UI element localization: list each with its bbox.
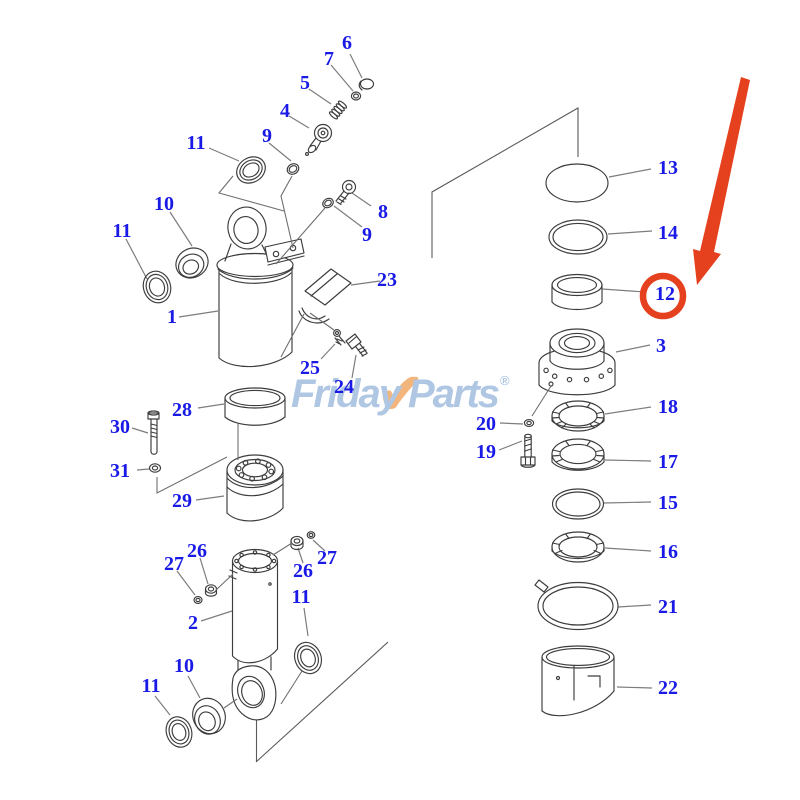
part-6-plug	[358, 78, 375, 91]
part-1-port-plate	[264, 238, 305, 266]
watermark-text-parts: Parts	[407, 372, 500, 416]
part-16-seal-ring	[551, 531, 605, 563]
part-11-seal-bottom	[165, 716, 193, 748]
part-15-o-ring	[551, 488, 605, 520]
part-10-bushing-top	[175, 247, 209, 279]
assembly-lines	[156, 175, 552, 709]
part-8-bolt	[335, 179, 357, 206]
leader-lines	[125, 53, 653, 716]
part-2-cylinder-rod	[228, 548, 279, 721]
part-11-seal-mid	[142, 270, 172, 304]
part-17-u-seal	[551, 438, 605, 471]
part-14-o-ring	[548, 219, 608, 255]
part-30-bolt	[147, 410, 160, 455]
part-27-ring-right	[306, 531, 316, 539]
watermark-check-icon: ✔	[377, 362, 424, 425]
watermark-letter-y: y	[378, 372, 401, 416]
part-7-ring	[350, 91, 362, 101]
part-18-backup-ring	[551, 400, 605, 432]
watermark-text-frida: Frida	[291, 372, 381, 416]
part-12-bushing-ring	[551, 273, 603, 311]
part-19-bolt	[520, 433, 536, 468]
part-1-lug	[224, 206, 269, 262]
parts	[142, 78, 619, 748]
part-4-valve	[305, 123, 333, 156]
part-1-cylinder-head	[216, 206, 305, 368]
registered-trademark-icon: ®	[500, 373, 510, 388]
part-9-ring-lower	[322, 197, 334, 209]
part-25-screw	[333, 329, 346, 346]
watermark-fridayparts: Frida y ✔ Parts ®	[291, 362, 510, 425]
part-31-nut	[148, 463, 162, 473]
part-11-seal-top	[236, 156, 266, 184]
part-29-piston	[226, 454, 284, 522]
part-26-nut-right	[290, 535, 304, 551]
part-13-seal-disc	[545, 163, 609, 203]
part-21-snap-ring	[534, 579, 619, 631]
part-9-ring-upper	[286, 163, 300, 175]
part-27-ring-left	[193, 596, 203, 604]
part-10-bushing-bottom	[192, 697, 226, 735]
part-11-seal-rod	[293, 641, 323, 675]
part-3-gland	[538, 328, 616, 396]
part-5-spring	[328, 100, 348, 120]
part-26-nut-left	[204, 584, 218, 597]
part-23-clamp-bracket	[298, 268, 352, 324]
part-24-bolt	[345, 333, 368, 357]
part-22-split-sleeve	[541, 645, 615, 717]
part-28-bushing	[224, 387, 286, 426]
part-20-nut	[523, 419, 535, 427]
